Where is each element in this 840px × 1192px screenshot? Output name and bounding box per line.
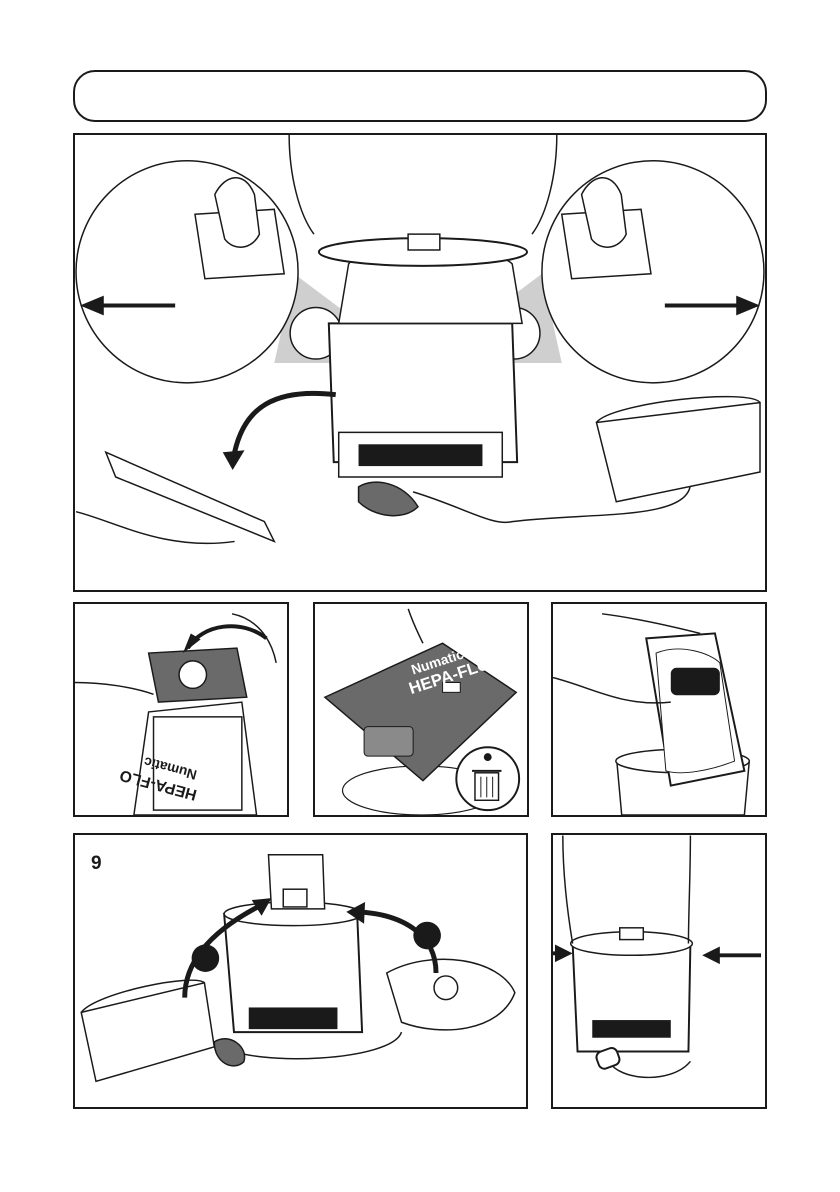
panel-step-9: 9 xyxy=(73,833,528,1109)
arrow-left-icon xyxy=(702,946,720,964)
dustbin-icon xyxy=(456,747,519,810)
panel-remove-collar: Numatic HEPA-FLO xyxy=(73,602,289,817)
illustration-dispose-bag: Numatic HEPA-FLO xyxy=(315,604,527,815)
panel-remove-cap xyxy=(73,133,767,592)
panel-refit-lid xyxy=(551,833,767,1109)
panel-dispose-bag: Numatic HEPA-FLO xyxy=(313,602,529,817)
curved-arrow-icon xyxy=(235,393,336,452)
panel-clean-filter xyxy=(551,602,767,817)
illustration-refit-lid xyxy=(553,835,765,1107)
illustration-clean-filter xyxy=(553,604,765,815)
illustration-reassemble xyxy=(75,835,526,1107)
illustration-remove-collar: Numatic HEPA-FLO xyxy=(75,604,287,815)
section-header-bar xyxy=(73,70,767,122)
arrow-right-icon xyxy=(555,945,573,963)
step-number: 9 xyxy=(91,853,102,875)
illustration-remove-cap xyxy=(75,135,765,590)
